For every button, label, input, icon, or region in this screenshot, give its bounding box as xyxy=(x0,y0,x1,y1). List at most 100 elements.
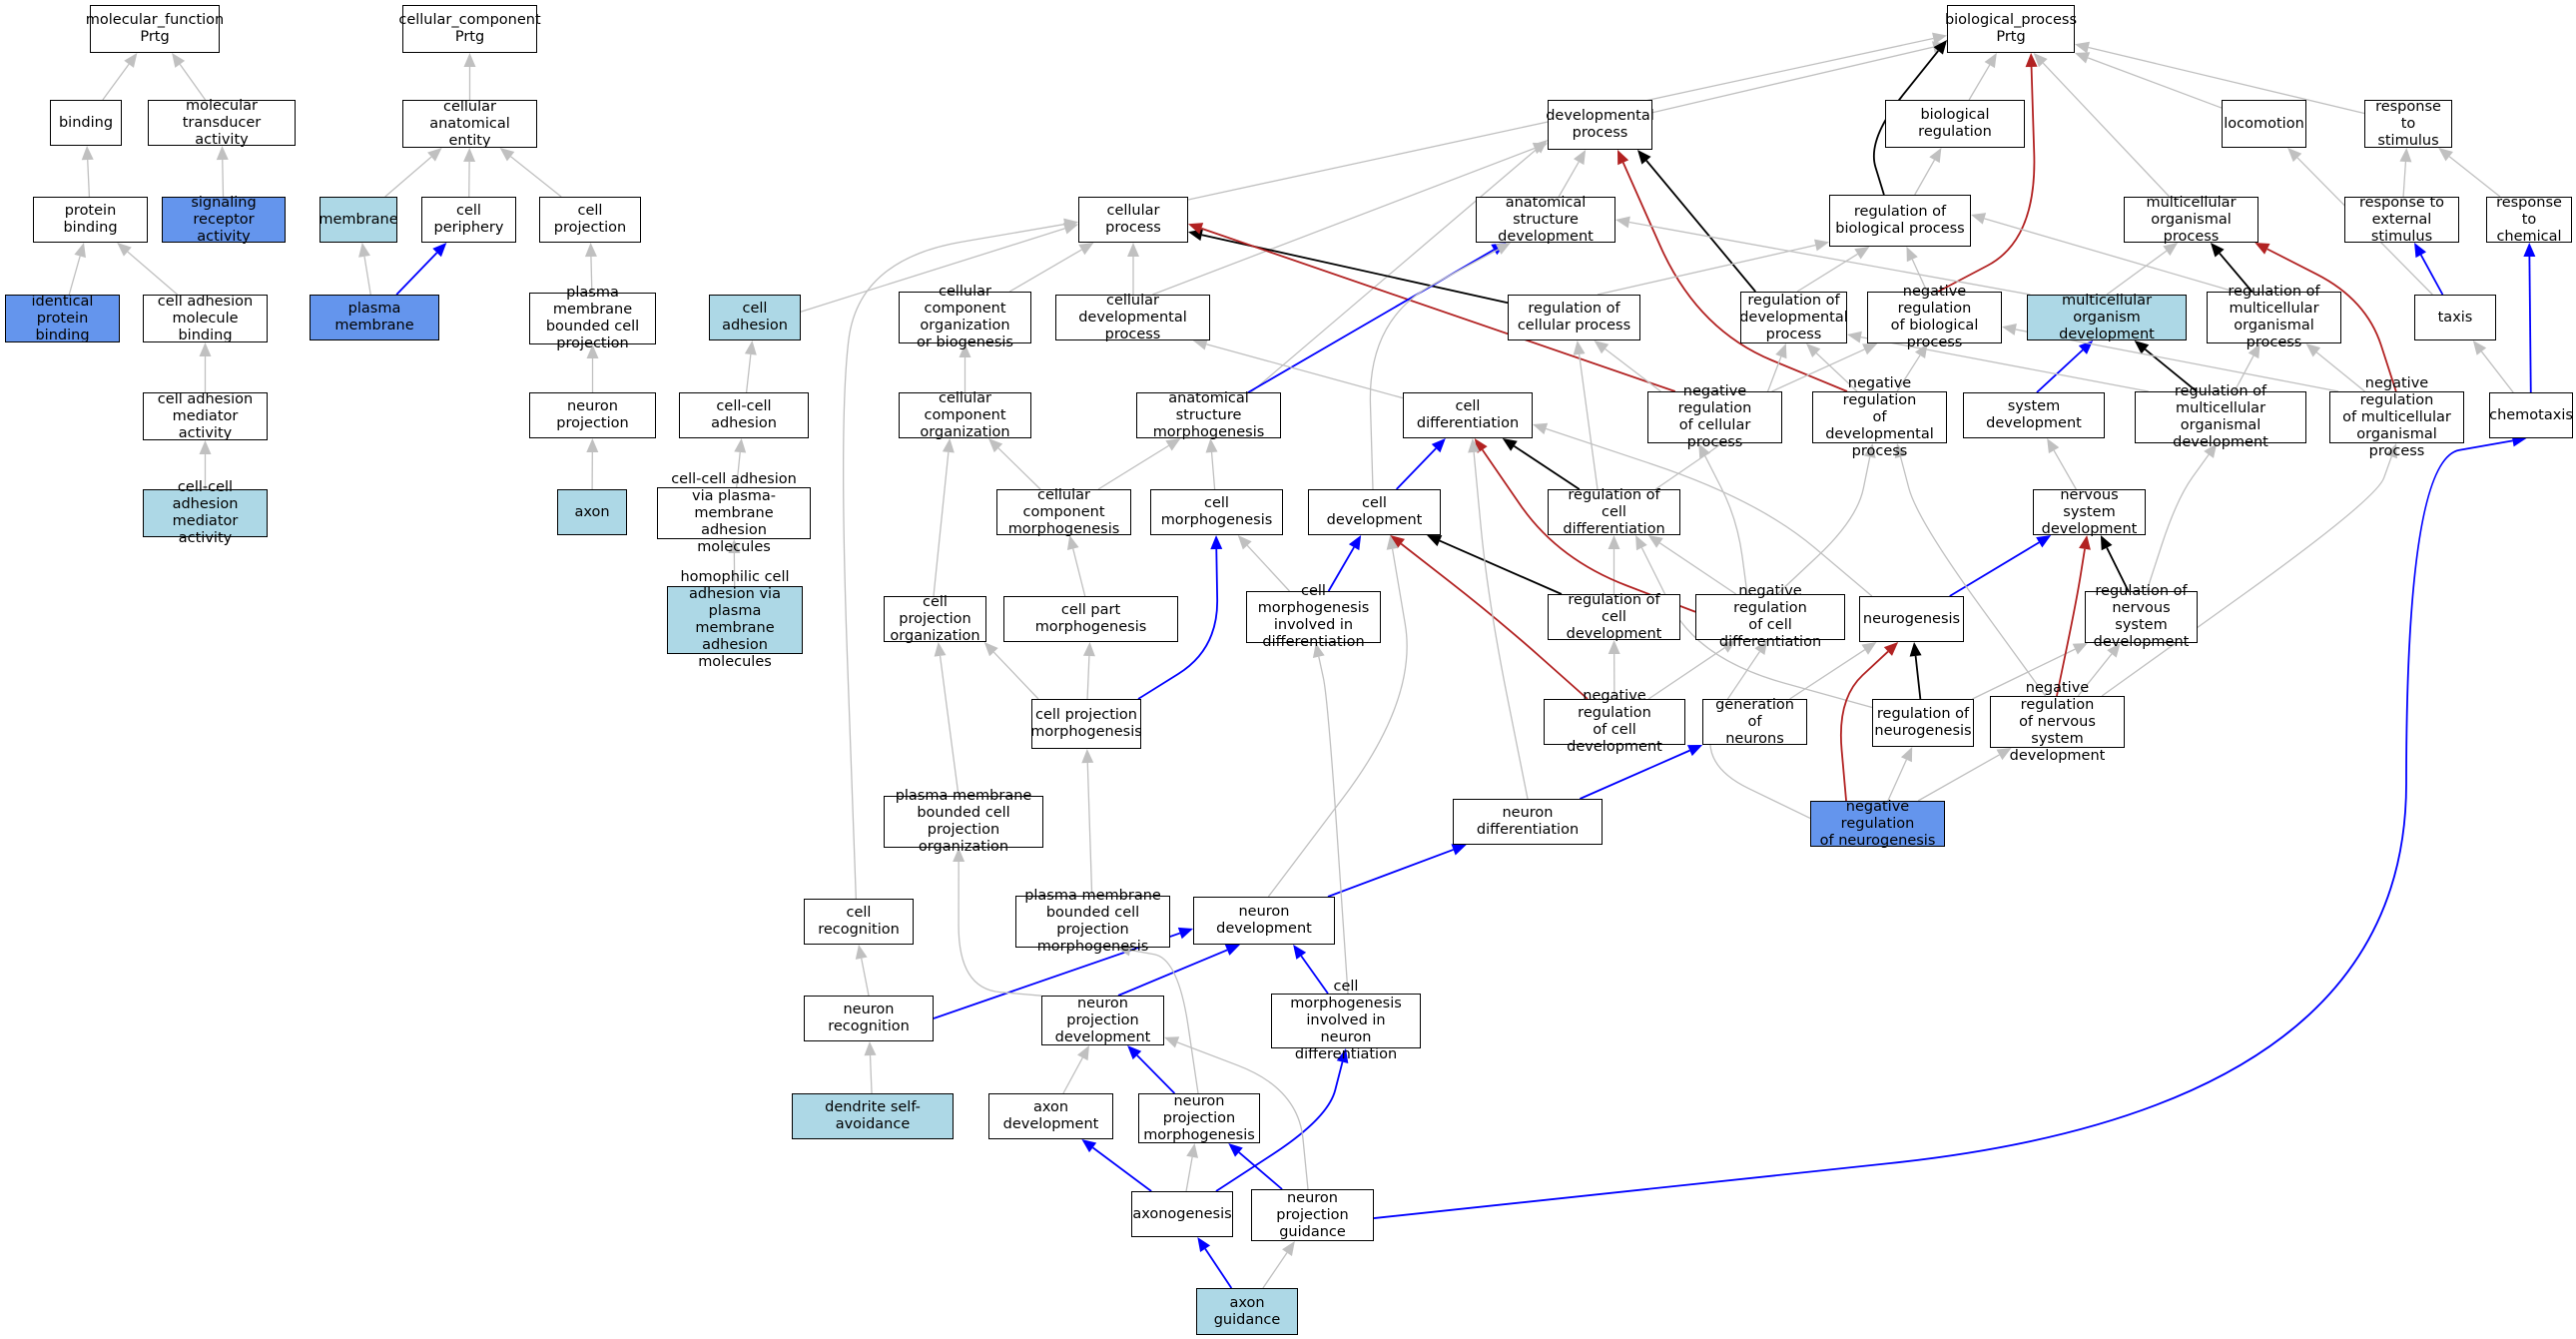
go-term-node-neuron-diff[interactable]: neuron differentiation xyxy=(1453,799,1603,845)
go-term-node-cc-adhesion[interactable]: cell-cell adhesion xyxy=(679,392,809,438)
go-term-node-pmbcp-morph[interactable]: plasma membrane bounded cell projection … xyxy=(1015,888,1170,955)
go-term-node-reg-cp[interactable]: regulation of cellular process xyxy=(1508,295,1640,340)
go-term-node-cam-binding[interactable]: cell adhesion molecule binding xyxy=(143,294,268,343)
edge-identical_protein-to-protein_binding xyxy=(68,256,81,296)
edge-neg_reg_mop-to-neg_reg_bp-arrowhead xyxy=(2002,324,2017,335)
go-term-node-nsd[interactable]: nervous system development xyxy=(2033,487,2146,537)
go-term-node-axonogenesis[interactable]: axonogenesis xyxy=(1131,1191,1233,1237)
go-term-node-cell-projection[interactable]: cell projection xyxy=(539,197,641,243)
go-term-node-reg-mod[interactable]: regulation of multicellular organismal d… xyxy=(2135,383,2306,450)
go-term-node-cell-recognition[interactable]: cell recognition xyxy=(804,899,914,945)
go-term-node-asm[interactable]: anatomical structure morphogenesis xyxy=(1136,390,1281,440)
edge-cc_morph-to-cc_org-arrowhead xyxy=(987,438,1003,453)
go-term-node-reg-nsd[interactable]: regulation of nervous system development xyxy=(2085,583,2198,650)
go-term-node-plasma-membrane[interactable]: plasma membrane xyxy=(310,295,439,340)
go-term-node-axon-dev[interactable]: axon development xyxy=(988,1093,1113,1139)
go-term-node-cae[interactable]: cellular anatomical entity xyxy=(402,99,537,149)
go-term-node-resp-ext[interactable]: response to external stimulus xyxy=(2344,195,2459,245)
go-term-node-neurogenesis[interactable]: neurogenesis xyxy=(1859,596,1964,642)
go-term-node-neg-reg-neurogenesis[interactable]: negative regulation of neurogenesis xyxy=(1810,799,1945,849)
go-term-node-cc[interactable]: cellular_component Prtg xyxy=(398,5,541,53)
go-term-node-reg-cell-diff[interactable]: regulation of cell differentiation xyxy=(1548,487,1680,537)
edge-reg_cp-to-cellular_process-arrowhead xyxy=(1188,229,1203,242)
go-term-node-cellular-process[interactable]: cellular process xyxy=(1078,197,1188,243)
edge-mol_transducer-to-mf xyxy=(179,64,207,101)
go-term-node-cc-adhesion-pm[interactable]: cell-cell adhesion via plasma-membrane a… xyxy=(657,471,811,555)
go-term-node-neuron-projection[interactable]: neuron projection xyxy=(529,392,656,438)
go-term-node-gen-neurons[interactable]: generation of neurons xyxy=(1702,697,1807,747)
edge-neg_reg_neurogenesis-to-neurogenesis xyxy=(1840,650,1889,802)
go-term-node-neg-reg-bp[interactable]: negative regulation of biological proces… xyxy=(1867,284,2002,350)
go-term-node-neg-reg-cp[interactable]: negative regulation of cellular process xyxy=(1647,383,1782,450)
go-term-node-homophilic[interactable]: homophilic cell adhesion via plasma memb… xyxy=(667,569,803,670)
go-term-node-neg-reg-nsd[interactable]: negative regulation of nervous system de… xyxy=(1990,680,2125,764)
edge-neg_reg_dev-to-neg_reg_bp-arrowhead xyxy=(1914,343,1928,359)
edge-neuron_diff-to-cell_diff-arrowhead xyxy=(1468,438,1481,453)
go-term-node-cc-org[interactable]: cellular component organization xyxy=(899,390,1031,440)
go-term-node-binding[interactable]: binding xyxy=(50,100,122,146)
go-term-node-cell-morph[interactable]: cell morphogenesis xyxy=(1150,489,1283,535)
go-term-node-multi-proc[interactable]: multicellular organismal process xyxy=(2124,195,2258,245)
go-term-node-cell-periphery[interactable]: cell periphery xyxy=(421,197,516,243)
edge-dendrite_sa-to-neuron_recognition xyxy=(869,1054,873,1094)
edge-cm_neuron_diff-to-cm_diff xyxy=(1318,656,1349,995)
edge-neg_reg_mop-to-multi_proc-arrowhead xyxy=(2254,243,2270,255)
go-term-node-cell-dev[interactable]: cell development xyxy=(1308,489,1441,535)
go-term-node-reg-bp[interactable]: regulation of biological process xyxy=(1829,195,1971,247)
go-term-node-neg-reg-dev[interactable]: negative regulation of developmental pro… xyxy=(1812,375,1947,459)
go-term-node-axon-guidance[interactable]: axon guidance xyxy=(1196,1288,1298,1335)
go-term-node-bp[interactable]: biological_process Prtg xyxy=(1945,5,2077,53)
go-term-node-mol-transducer[interactable]: molecular transducer activity xyxy=(148,98,296,148)
go-term-node-reg-neurogenesis[interactable]: regulation of neurogenesis xyxy=(1872,699,1974,747)
go-term-node-cm-diff[interactable]: cell morphogenesis involved in different… xyxy=(1246,583,1381,650)
go-term-node-cc-morph[interactable]: cellular component morphogenesis xyxy=(996,487,1131,537)
go-term-node-mf[interactable]: molecular_function Prtg xyxy=(86,5,224,53)
go-term-node-cpo[interactable]: cell projection organization xyxy=(884,594,986,644)
go-term-node-mod[interactable]: multicellular organism development xyxy=(2027,293,2187,342)
go-term-node-neg-reg-mop[interactable]: negative regulation of multicellular org… xyxy=(2329,375,2464,459)
go-term-node-reg-dev[interactable]: regulation of developmental process xyxy=(1739,292,1848,343)
go-term-node-sys-dev[interactable]: system development xyxy=(1963,392,2105,438)
go-term-node-protein-binding[interactable]: protein binding xyxy=(33,197,148,243)
go-term-node-chemotaxis[interactable]: chemotaxis xyxy=(2489,392,2573,438)
go-term-node-cpm-part[interactable]: cell part morphogenesis xyxy=(1003,596,1178,642)
go-term-node-resp-stimulus[interactable]: response to stimulus xyxy=(2364,99,2452,149)
edge-mol_transducer-to-mf-arrowhead xyxy=(172,53,186,68)
go-term-node-neg-reg-cell-diff[interactable]: negative regulation of cell differentiat… xyxy=(1695,583,1845,650)
go-term-node-cp-morph[interactable]: cell projection morphogenesis xyxy=(1030,699,1142,749)
go-term-node-cc-mediator[interactable]: cell-cell adhesion mediator activity xyxy=(143,479,268,546)
go-term-node-ca-mediator[interactable]: cell adhesion mediator activity xyxy=(143,391,268,441)
go-term-node-cell-dev-proc[interactable]: cellular developmental process xyxy=(1055,293,1210,342)
go-term-node-axon[interactable]: axon xyxy=(557,489,627,535)
go-term-node-asd[interactable]: anatomical structure development xyxy=(1476,195,1615,245)
go-term-node-resp-chem[interactable]: response to chemical xyxy=(2486,195,2572,245)
go-term-node-npd[interactable]: neuron projection development xyxy=(1041,996,1164,1045)
go-term-node-locomotion[interactable]: locomotion xyxy=(2222,100,2306,148)
go-term-node-np-morph[interactable]: neuron projection morphogenesis xyxy=(1138,1093,1260,1143)
go-term-node-dev-process[interactable]: developmental process xyxy=(1546,100,1654,150)
go-term-node-cell-diff[interactable]: cell differentiation xyxy=(1403,392,1533,438)
go-term-node-neuron-dev[interactable]: neuron development xyxy=(1193,897,1335,945)
go-term-node-np-guidance[interactable]: neuron projection guidance xyxy=(1251,1189,1374,1241)
edge-cc_adhesion-to-cell_adhesion-arrowhead xyxy=(744,340,757,355)
go-term-node-cm-neuron-diff[interactable]: cell morphogenesis involved in neuron di… xyxy=(1271,979,1421,1062)
go-term-node-neuron-recognition[interactable]: neuron recognition xyxy=(804,996,934,1041)
go-term-node-pmbcp[interactable]: plasma membrane bounded cell projection xyxy=(529,285,656,351)
go-term-node-reg-mop[interactable]: regulation of multicellular organismal p… xyxy=(2207,284,2341,350)
edge-cam_binding-to-protein_binding xyxy=(127,251,179,296)
go-term-node-pmbcp-org[interactable]: plasma membrane bounded cell projection … xyxy=(884,788,1043,855)
go-term-node-taxis[interactable]: taxis xyxy=(2414,295,2496,340)
edge-reg_dev-to-reg_bp-arrowhead xyxy=(1854,247,1870,260)
go-term-node-signaling-receptor[interactable]: signaling receptor activity xyxy=(162,195,286,245)
go-term-node-dendrite-sa[interactable]: dendrite self-avoidance xyxy=(792,1093,954,1139)
edge-neg_reg_mop-to-reg_mop xyxy=(2315,351,2365,392)
go-term-node-reg-cell-dev[interactable]: regulation of cell development xyxy=(1548,592,1680,642)
go-term-node-neg-reg-cell-dev[interactable]: negative regulation of cell development xyxy=(1544,688,1685,755)
go-term-node-identical-protein[interactable]: identical protein binding xyxy=(5,294,120,343)
edge-cpo-to-cc_org-arrowhead xyxy=(942,438,955,453)
edge-cc_adhesion_pm-to-cc_adhesion-arrowhead xyxy=(734,438,747,453)
go-term-node-cc-org-biog[interactable]: cellular component organization or bioge… xyxy=(899,284,1031,350)
go-term-node-membrane[interactable]: membrane xyxy=(319,197,398,243)
go-term-node-bio-reg[interactable]: biological regulation xyxy=(1885,100,2025,148)
go-term-node-cell-adhesion[interactable]: cell adhesion xyxy=(709,295,801,340)
